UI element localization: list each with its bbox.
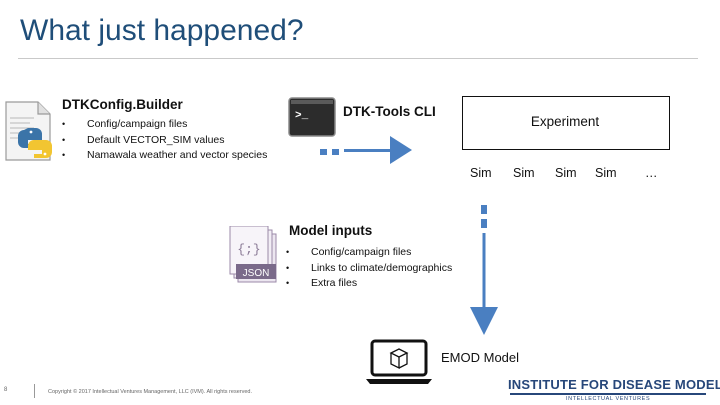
idm-logo-text: INSTITUTE FOR DISEASE MODELING	[508, 377, 720, 392]
bullet-icon: •	[286, 262, 290, 273]
list-item: •Links to climate/demographics	[286, 261, 452, 277]
bullet-icon: •	[286, 247, 290, 257]
idm-logo-rule	[510, 393, 706, 395]
more-sims-ellipsis: …	[645, 166, 658, 180]
json-file-icon: {;} JSON	[228, 225, 280, 284]
list-item: •Config/campaign files	[286, 245, 452, 261]
bullet-icon: •	[286, 278, 290, 288]
copyright-text: Copyright © 2017 Intellectual Ventures M…	[48, 389, 252, 395]
emod-model-label: EMOD Model	[441, 350, 520, 365]
python-file-icon	[0, 98, 56, 164]
bullet-icon: •	[62, 150, 66, 160]
builder-heading: DTKConfig.Builder	[62, 97, 183, 112]
terminal-prompt: >_	[295, 110, 309, 122]
slide-title: What just happened?	[20, 14, 304, 47]
sim-label: Sim	[470, 166, 492, 180]
json-label: JSON	[243, 268, 270, 279]
laptop-box-icon	[364, 337, 434, 387]
model-inputs-bullet-list: •Config/campaign files •Links to climate…	[286, 245, 452, 292]
experiment-to-model-arrow	[468, 203, 500, 337]
sim-label: Sim	[595, 166, 617, 180]
bullet-icon: •	[62, 134, 66, 145]
footer-divider	[34, 384, 35, 398]
list-item: •Namawala weather and vector species	[62, 148, 267, 164]
model-inputs-heading: Model inputs	[289, 223, 373, 238]
title-divider	[18, 58, 698, 59]
list-item: •Default VECTOR_SIM values	[62, 133, 267, 149]
json-braces: {;}	[237, 242, 260, 257]
idm-logo-subtitle: INTELLECTUAL VENTURES	[566, 396, 651, 402]
builder-bullet-list: •Config/campaign files •Default VECTOR_S…	[62, 117, 267, 164]
page-number: 8	[4, 387, 8, 393]
list-item: •Config/campaign files	[62, 117, 267, 133]
bullet-icon: •	[62, 119, 66, 129]
list-item: •Extra files	[286, 276, 452, 292]
experiment-box	[462, 96, 670, 150]
cli-to-experiment-arrow	[318, 134, 414, 164]
terminal-icon: >_	[288, 97, 336, 137]
experiment-label: Experiment	[530, 114, 600, 129]
sim-label: Sim	[555, 166, 577, 180]
sim-label: Sim	[513, 166, 535, 180]
cli-label: DTK-Tools CLI	[343, 104, 436, 119]
